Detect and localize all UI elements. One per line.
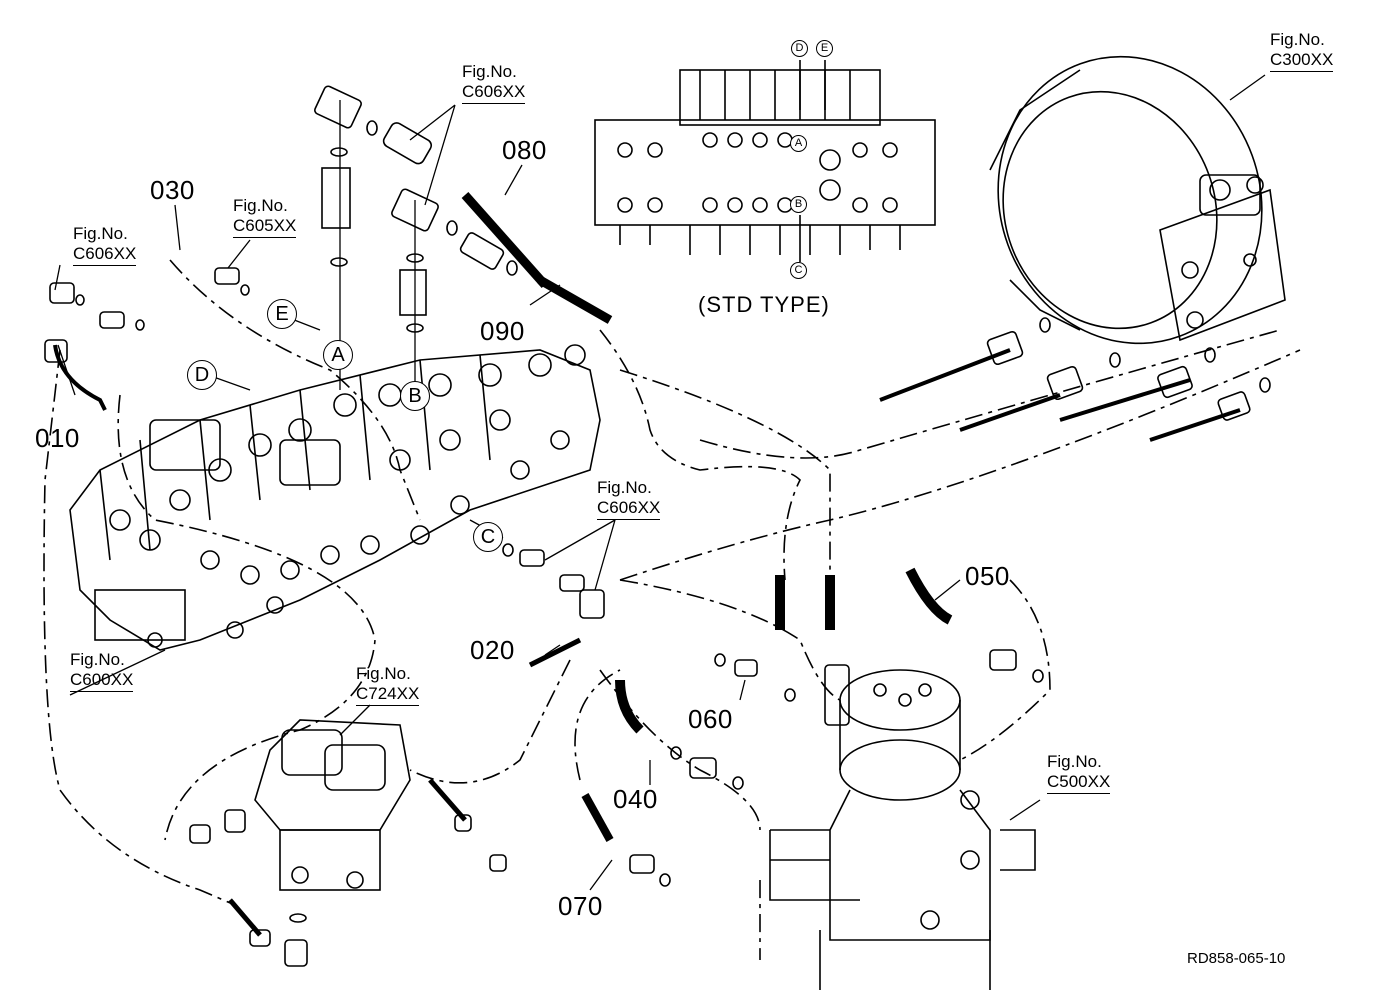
control-valve [69, 349, 601, 651]
part-label-040: 040 [613, 784, 658, 814]
port-marker-e: E [267, 299, 297, 329]
fig-ref-c600: Fig.No.C600XX [70, 650, 134, 692]
fig-ref-c500: Fig.No.C500XX [1047, 752, 1111, 794]
std-port-marker-e: E [816, 40, 833, 57]
swivel-joint [769, 669, 1036, 990]
leader-lines [54, 74, 1266, 891]
std-port-marker-b: B [790, 196, 807, 213]
travel-motor [989, 55, 1286, 345]
part-label-060: 060 [688, 704, 733, 734]
fig-ref-c606-top: Fig.No.C606XX [462, 62, 526, 104]
part-label-080: 080 [502, 135, 547, 165]
std-port-marker-c: C [790, 262, 807, 279]
part-label-070: 070 [558, 891, 603, 921]
port-marker-d: D [187, 360, 217, 390]
part-label-030: 030 [150, 175, 195, 205]
hoses [53, 192, 1241, 937]
std-port-marker-d: D [791, 40, 808, 57]
fig-ref-c300: Fig.No.C300XX [1270, 30, 1334, 72]
part-label-010: 010 [35, 423, 80, 453]
fig-ref-c724: Fig.No.C724XX [356, 664, 420, 706]
part-label-090: 090 [480, 316, 525, 346]
pilot-pedal-unit [254, 719, 411, 891]
part-label-050: 050 [965, 561, 1010, 591]
part-label-020: 020 [470, 635, 515, 665]
std-type-valve [594, 60, 936, 262]
port-marker-b: B [400, 381, 430, 411]
port-marker-a: A [323, 340, 353, 370]
fig-ref-c605: Fig.No.C605XX [233, 196, 297, 238]
std-port-marker-a: A [790, 135, 807, 152]
fittings [44, 85, 1271, 967]
fig-ref-c606-left: Fig.No.C606XX [73, 224, 137, 266]
drawing-reference-code: RD858-065-10 [1187, 950, 1286, 967]
std-type-caption: (STD TYPE) [698, 292, 830, 317]
port-marker-c: C [473, 522, 503, 552]
fig-ref-c606-mid: Fig.No.C606XX [597, 478, 661, 520]
pipe-routes [43, 259, 1301, 960]
